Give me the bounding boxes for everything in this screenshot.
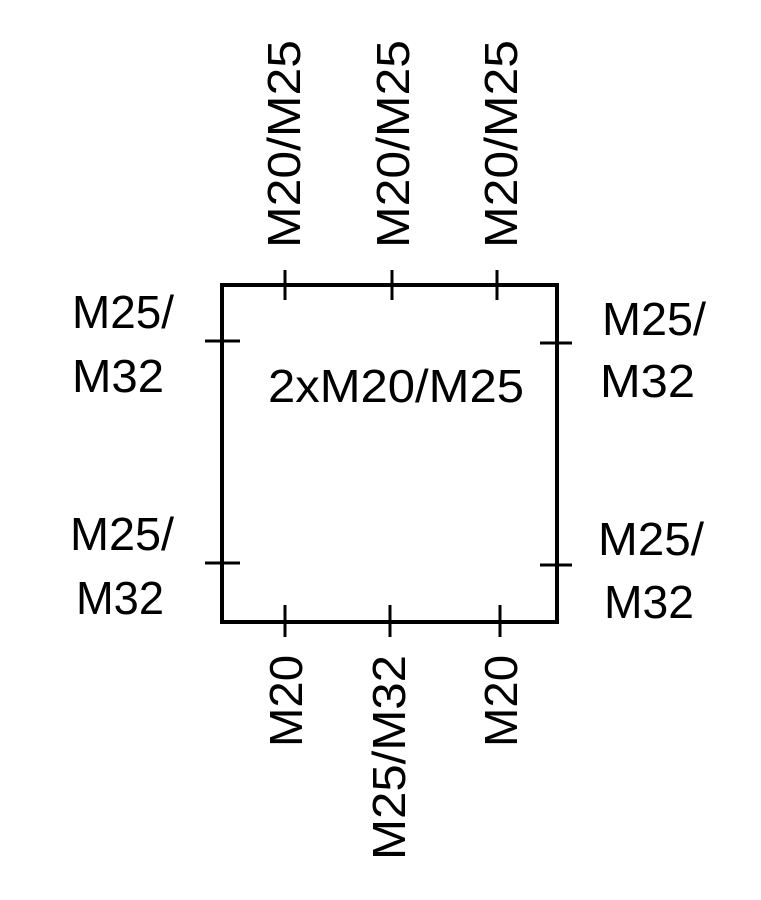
left-label-line2: M32 — [76, 572, 164, 624]
center-label: 2xM20/M25 — [268, 360, 524, 412]
left-label-line1: M25/ — [70, 508, 174, 560]
right-label-line2: M32 — [604, 576, 694, 628]
top-label: M20/M25 — [475, 40, 527, 248]
right-label-line2: M32 — [600, 355, 695, 407]
right-label-line1: M25/ — [598, 513, 704, 565]
bottom-ticks — [283, 605, 502, 637]
left-ticks — [205, 339, 240, 565]
right-label-line1: M25/ — [602, 293, 706, 345]
enclosure-box — [220, 283, 559, 624]
right-ticks — [540, 341, 572, 567]
bottom-label: M25/M32 — [363, 655, 415, 860]
top-label: M20/M25 — [258, 40, 310, 248]
left-label-line1: M25/ — [72, 286, 174, 338]
top-ticks — [283, 270, 499, 300]
bottom-label: M20 — [475, 655, 527, 747]
bottom-label: M20 — [260, 655, 312, 747]
top-label: M20/M25 — [367, 40, 419, 248]
left-label-line2: M32 — [72, 350, 164, 402]
